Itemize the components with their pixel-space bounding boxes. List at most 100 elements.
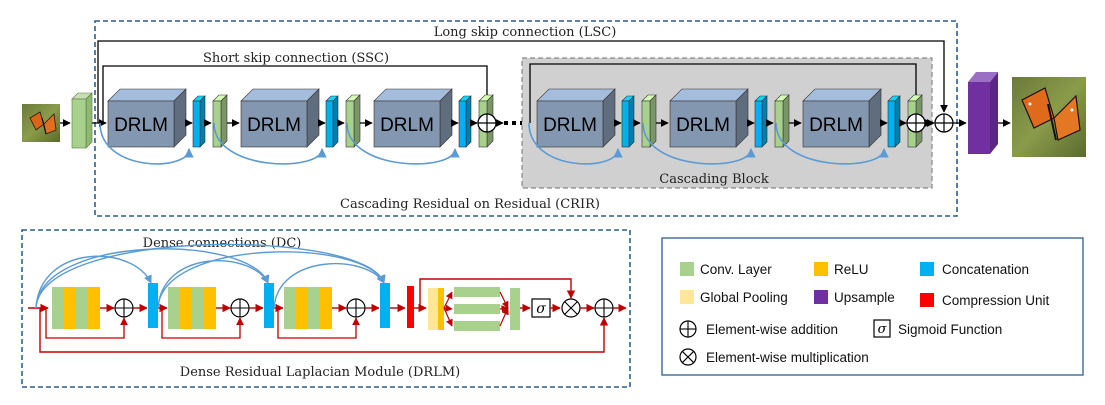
dense-connections-label: Dense connections (DC) [143, 236, 302, 251]
legend-multiplication-icon [679, 348, 697, 366]
local-residual-line [277, 308, 360, 339]
drlm-box-label: DRLM [114, 115, 168, 136]
global-pooling-block [428, 288, 438, 330]
lane-arrow [443, 307, 453, 327]
long-skip-connection [97, 40, 948, 123]
lsc-addition [934, 113, 954, 133]
multiplication-x2 [564, 301, 578, 315]
concat-block [887, 95, 901, 148]
relu-layer [88, 287, 100, 329]
conv-layer [212, 94, 228, 148]
legend-sigmoid-icon: σ [873, 319, 891, 338]
cascading-block-label: Cascading Block [659, 172, 769, 187]
drlm-box-label: DRLM [676, 115, 730, 136]
legend-pool-label: Global Pooling [700, 290, 788, 305]
relu-layer [64, 287, 76, 329]
legend-frame [661, 237, 1084, 376]
drlm-box-label: DRLM [380, 115, 434, 136]
drlm-box [107, 88, 187, 148]
local-residual-line [161, 308, 244, 339]
drlm-box [802, 88, 882, 148]
concat-block [458, 95, 472, 148]
lane-arrow [499, 291, 509, 309]
lane-arrow [499, 305, 509, 313]
dense-skip-arc [528, 122, 623, 165]
dense-skip-arc [346, 122, 460, 165]
concat-block [754, 95, 768, 148]
residual-block [277, 283, 390, 339]
local-residual-line [45, 308, 128, 339]
drlm-box-label: DRLM [809, 115, 863, 136]
short-skip-connection-2 [529, 63, 920, 123]
relu-layer [204, 287, 216, 329]
group-addition-2 [906, 113, 926, 133]
conv-layer [641, 94, 657, 148]
output-image [1012, 77, 1086, 157]
concat-block [264, 283, 274, 328]
drlm-label: Dense Residual Laplacian Module (DRLM) [180, 365, 460, 380]
legend-sigmoid-label: Sigmoid Function [898, 322, 1002, 337]
module-group-first: DRLM DRLM DRLM [99, 88, 504, 165]
legend-addition-icon [679, 320, 697, 338]
laplacian-conv-lane [454, 321, 500, 331]
drlm-box-label: DRLM [543, 115, 597, 136]
lane-arrow [499, 307, 509, 327]
laplacian-conv-lane [454, 287, 500, 297]
drlm-box [373, 88, 453, 148]
module-group-cascading: DRLM DRLM DRLM [528, 88, 933, 165]
lane-arrow [443, 304, 453, 312]
bottom-panel: Dense connections (DC) Dense Residual La… [21, 229, 631, 388]
upsample-block [968, 72, 998, 154]
legend-addition-label: Element-wise addition [706, 322, 838, 337]
drlm-box [536, 88, 616, 148]
legend-compression-swatch [920, 293, 934, 307]
dense-connection-arc [273, 262, 385, 309]
conv-layer [510, 288, 520, 330]
ssc-label: Short skip connection (SSC) [203, 51, 389, 66]
relu-layer [438, 288, 444, 330]
conv-layer [52, 287, 64, 329]
legend-multiplication-label: Element-wise multiplication [706, 350, 869, 365]
top-panel: Long skip connection (LSC) Short skip co… [22, 20, 1086, 217]
legend-compression-label: Compression Unit [942, 293, 1050, 308]
relu-layer [296, 287, 308, 329]
drlm-box [669, 88, 749, 148]
legend-upsample-label: Upsample [834, 290, 895, 305]
compression-unit [407, 286, 414, 328]
group-addition-1 [477, 113, 497, 133]
drlm-box-label: DRLM [247, 115, 301, 136]
lsc-label: Long skip connection (LSC) [434, 25, 617, 40]
conv-layer [284, 287, 296, 329]
legend-relu-swatch [814, 262, 828, 276]
crir-frame [94, 20, 958, 217]
crir-label: Cascading Residual on Residual (CRIR) [340, 197, 600, 212]
concat-block [325, 95, 339, 148]
conv-layer [345, 94, 361, 148]
input-image [22, 104, 60, 142]
lane-arrow [443, 291, 453, 309]
conv-layer [76, 287, 88, 329]
legend-conv-swatch [680, 262, 694, 276]
input-conv-layer [71, 92, 93, 149]
residual-block [161, 283, 284, 339]
drlm-residual-line [39, 308, 609, 353]
drlm-detail-frame [21, 229, 631, 388]
concat-block [148, 283, 158, 328]
conv-layer [192, 287, 204, 329]
concat-block [380, 283, 390, 328]
conv-layer [168, 287, 180, 329]
legend: Conv. Layer ReLU Concatenation Global Po… [661, 237, 1084, 376]
dense-skip-arc [99, 122, 194, 165]
dense-skip-arc [213, 122, 327, 165]
legend-conv-label: Conv. Layer [700, 262, 772, 277]
drlm-box [240, 88, 320, 148]
concat-block [192, 95, 206, 148]
relu-layer [180, 287, 192, 329]
conv-layer [308, 287, 320, 329]
legend-concat-label: Concatenation [942, 262, 1029, 277]
dense-skip-arc [775, 122, 889, 165]
laplacian-conv-lane [454, 304, 500, 314]
legend-sigma-glyph: σ [878, 322, 888, 337]
bottom-modules: σ [28, 243, 627, 353]
